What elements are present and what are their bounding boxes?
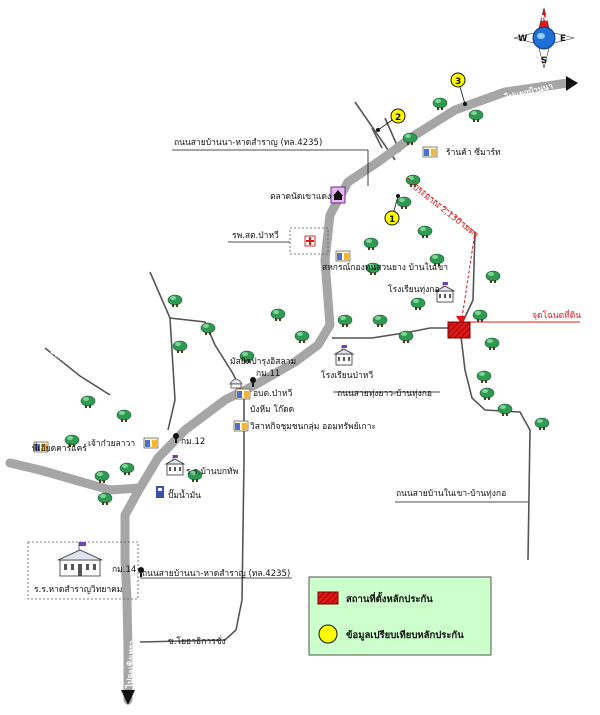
tree-icon xyxy=(534,417,550,431)
tree-icon xyxy=(417,225,433,239)
minor-roads xyxy=(44,101,531,643)
compass-south-label: S xyxy=(541,56,547,66)
marker-1: 1 xyxy=(389,215,395,225)
leader-lines xyxy=(140,149,528,579)
legend-site-label: สถานที่ตั้งหลักประกัน xyxy=(346,591,433,605)
km-post-icon xyxy=(138,567,144,577)
km14-label: กม.14 xyxy=(112,565,136,575)
office-icon xyxy=(233,420,249,432)
tree-icon xyxy=(167,294,183,308)
post-label: ข.โยธาธิการชั่ง xyxy=(168,635,226,647)
tree-icon xyxy=(472,309,488,323)
legend-compare-label: ข้อมูลเปรียบเทียบหลักประกัน xyxy=(346,629,464,642)
market-icon xyxy=(330,186,346,204)
hospital-label: รพ.สต.ป่าหวี xyxy=(232,230,279,241)
community-label: วิสาหกิจชุมชนกลุ่ม ออมทรัพย์เกาะ xyxy=(250,421,376,432)
school-ban-thap-label: ร.ร.บ้านบกทัพ xyxy=(186,466,238,477)
pump-label: ปั๊มน้ำมัน xyxy=(168,488,201,501)
km12-label: กม.12 xyxy=(181,437,205,447)
km11-label: กม.11 xyxy=(256,369,280,379)
road-4235-top-label: ถนนสายบ้านนา-หาดสำราญ (ทล.4235) xyxy=(174,137,322,148)
legend-site-swatch xyxy=(317,591,339,605)
tree-icon xyxy=(294,330,310,344)
collateral-site xyxy=(447,321,471,339)
gas-station-label: เจ้าก๋วยลาวา xyxy=(88,438,135,449)
tree-icon xyxy=(372,314,388,328)
market-label: ตลาดนัดเขาแดง xyxy=(270,192,331,202)
tree-icon xyxy=(172,340,188,354)
coop-label: สหกรณ์กองทุนสวนยาง บ้านในเขา xyxy=(322,262,448,273)
marker-3: 3 xyxy=(455,77,461,87)
tree-icon xyxy=(270,308,286,322)
school-thung-ko-label: โรงเรียนทุ่งกอ xyxy=(388,284,440,295)
legend-compare-swatch xyxy=(318,624,338,644)
compass-north-label: N xyxy=(541,14,548,23)
school-icon xyxy=(334,344,354,366)
road-thung-yao-label: ถนนสายทุ่งยาว-บ้านทุ่งกอ xyxy=(337,388,432,399)
road-4235-bottom-label: ถนนสายบ้านนา-หาดสำราญ (ทล.4235) xyxy=(142,568,290,579)
marker-2: 2 xyxy=(395,113,401,123)
compass-east-label: E xyxy=(560,34,566,44)
tree-icons xyxy=(64,97,550,506)
school-pa-wi-label: โรงเรียนป่าหวี xyxy=(321,370,373,381)
shop-label: ร้านค้า ซีมาร์ท xyxy=(446,147,501,158)
to-ongkharak-label: องครักษ์ xyxy=(49,346,79,371)
tree-icon xyxy=(337,314,353,328)
km-post-icon xyxy=(173,433,179,443)
tree-icon xyxy=(119,462,135,476)
hospital-icon xyxy=(289,227,329,255)
office-icon xyxy=(235,388,251,400)
tree-icon xyxy=(479,387,495,401)
pump-icon xyxy=(156,486,164,498)
bang-yom-label: บังหีม โก๊ดด xyxy=(250,404,294,415)
km-post-icon xyxy=(250,377,256,387)
to-chachoengsao-label: ไปฉะเชิงเทรา xyxy=(124,640,137,689)
school-icon xyxy=(165,454,185,476)
to-ban-na-label: ไปแยกบ้านนา xyxy=(503,80,554,102)
large-school-icon xyxy=(57,542,103,577)
shop-icon xyxy=(422,146,438,158)
office-icon xyxy=(335,250,351,262)
comparison-markers: 3 2 1 xyxy=(376,72,467,226)
tree-icon xyxy=(468,109,484,123)
tree-icon xyxy=(97,492,113,506)
main-roads xyxy=(5,78,573,705)
tambon-admin-label: อบต.ป่าหวี xyxy=(253,388,292,399)
school-hat-samran-label: ร.ร.หาดสำราญวิทยาคม xyxy=(34,585,122,595)
tree-icon xyxy=(432,97,448,111)
tree-icon xyxy=(497,403,513,417)
survey-point-label: จุดโฉนดที่ดิน xyxy=(532,309,581,321)
mosque-icon xyxy=(229,378,243,389)
tree-icon xyxy=(200,322,216,336)
tree-icon xyxy=(485,270,501,284)
tree-icon xyxy=(116,409,132,423)
tree-icon xyxy=(80,395,96,409)
tree-icon xyxy=(398,330,414,344)
road-ban-nai-khao-label: ถนนสายบ้านในเขา-บ้านทุ่งกอ xyxy=(396,488,506,499)
tree-icon xyxy=(476,370,492,384)
tree-icon xyxy=(94,470,110,484)
legend: สถานที่ตั้งหลักประกัน ข้อมูลเปรียบเทียบห… xyxy=(308,576,492,656)
gas-station-icon xyxy=(143,437,159,449)
tree-icon xyxy=(363,237,379,251)
tree-icon xyxy=(396,196,412,210)
tree-icon xyxy=(484,337,500,351)
tree-icon xyxy=(410,297,426,311)
compass-icon: N W E S xyxy=(513,7,575,69)
car-care-label: พี่เอียดคาร์แคร์ xyxy=(32,442,87,454)
mosque-label: มัสยิดปารุงอิสลาม xyxy=(230,357,296,367)
compass-west-label: W xyxy=(518,34,528,44)
school-area xyxy=(27,541,139,600)
